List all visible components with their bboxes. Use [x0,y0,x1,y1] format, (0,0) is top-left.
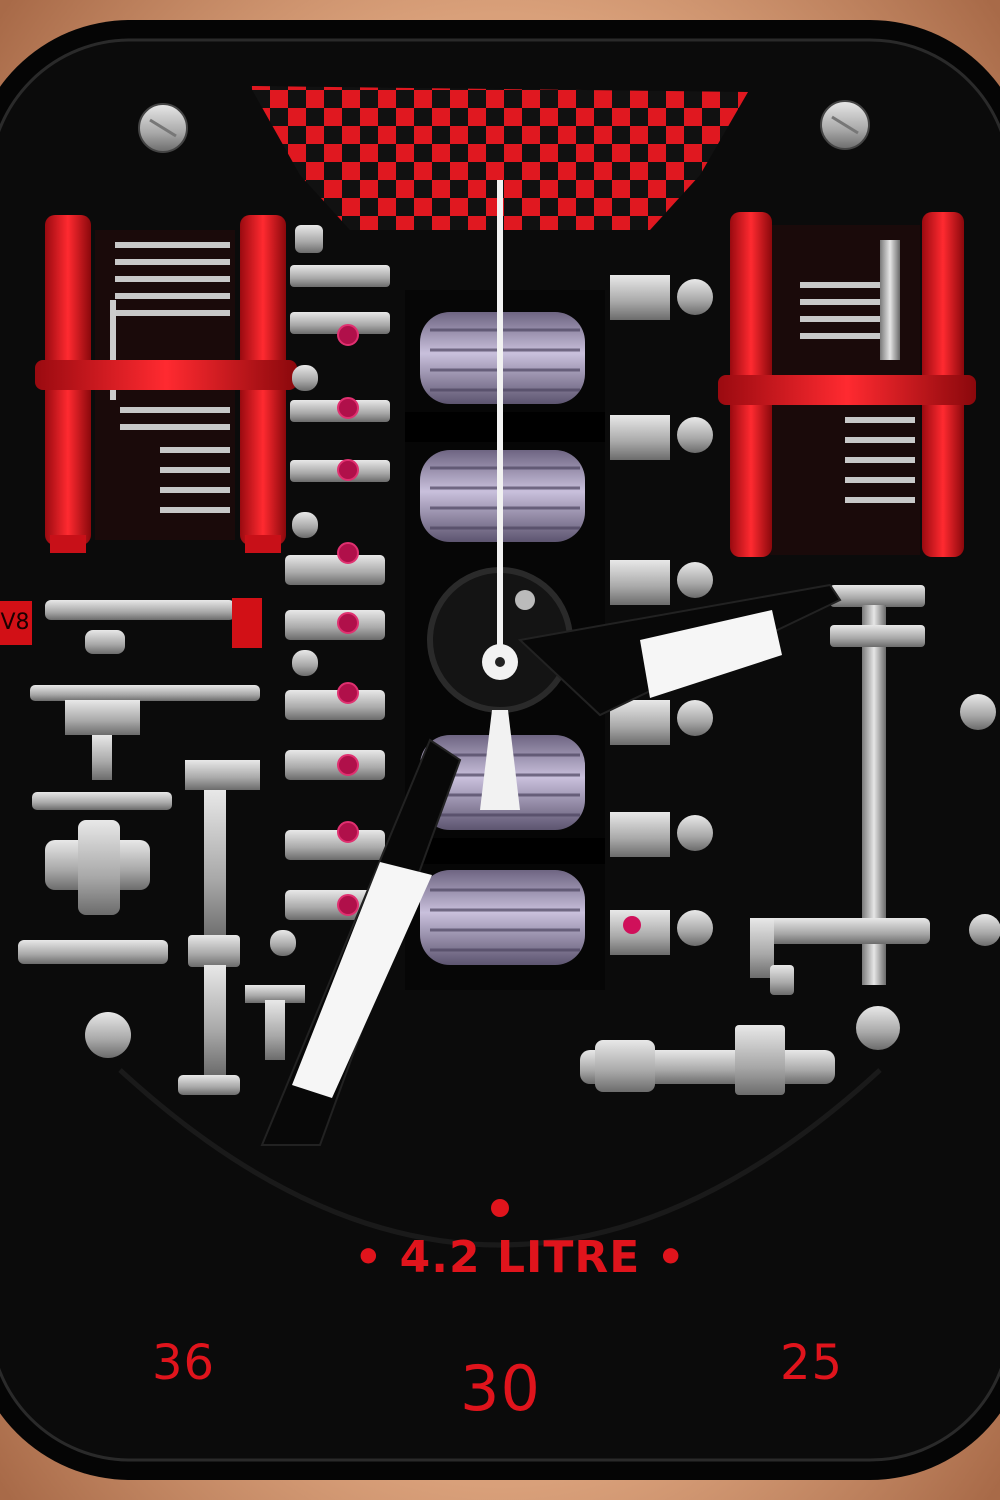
hour-hand [260,738,462,1146]
v8-marker [232,598,262,648]
left-valve-cage [35,215,297,553]
right-valve-cage [718,212,976,557]
left-plumbing [18,600,305,1095]
seconds-numeral-30: 30 [460,1352,541,1425]
minute-hand [517,583,842,717]
screw-icon [820,100,870,150]
displacement-label: • 4.2 LITRE • [354,1232,686,1283]
seconds-hand [480,180,520,810]
seconds-track [118,1068,882,1248]
coil-lower [420,735,585,965]
seconds-marker [491,1199,509,1217]
seconds-numeral-25: 25 [780,1335,844,1391]
seconds-numeral-36: 36 [152,1335,216,1391]
v8-badge: V8 [0,601,32,645]
right-plumbing [580,585,1000,1095]
checkered-flag [250,86,748,230]
left-piston-column [270,225,390,956]
right-piston-column [610,275,713,955]
screw-icon [138,103,188,153]
